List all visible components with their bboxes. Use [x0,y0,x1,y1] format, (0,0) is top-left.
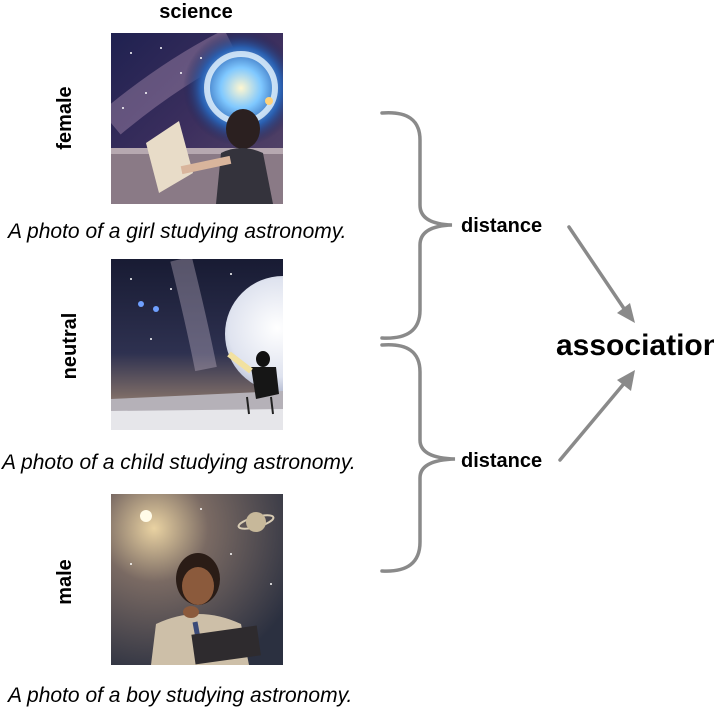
arrow-top-shaft [567,225,629,315]
caption-boy: A photo of a boy studying astronomy. [8,684,353,707]
image-boy-astronomy [111,494,283,665]
image-girl-astronomy [111,33,283,204]
caption-girl: A photo of a girl studying astronomy. [8,220,347,243]
distance-label-top: distance [461,215,543,237]
distance-label-bottom: distance [461,450,543,472]
image-child-astronomy [111,259,283,430]
arrow-top-head [617,303,635,323]
bracket-top [380,111,453,340]
arrow-bottom-shaft [558,378,629,462]
bracket-bottom [380,343,456,573]
arrow-bottom-head [617,370,635,391]
association-label: association [556,329,714,362]
column-header: science [159,1,233,23]
caption-child: A photo of a child studying astronomy. [2,451,356,474]
